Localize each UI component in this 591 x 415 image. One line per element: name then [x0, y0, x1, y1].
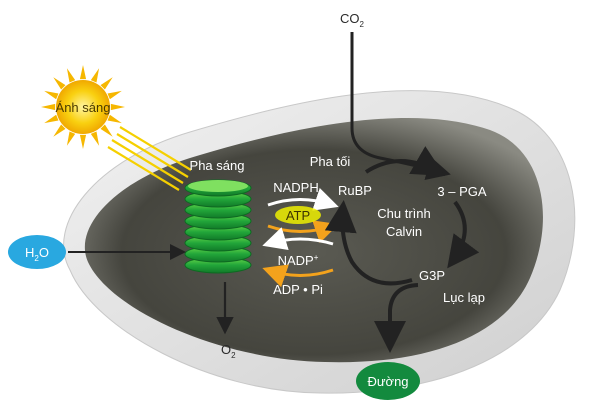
thylakoid-top	[188, 180, 248, 192]
nadp-label: NADP+	[278, 253, 319, 268]
sun-ray	[66, 131, 76, 146]
calvin-arrow-bottom	[324, 200, 413, 286]
sun-ray	[44, 114, 59, 124]
sun-ray	[107, 90, 122, 100]
light-phase-title: Pha sáng	[190, 158, 245, 173]
water-droplet-icon	[8, 235, 66, 269]
sugar-label: Đường	[367, 374, 408, 389]
sun-ray	[90, 68, 100, 83]
atp-label: ATP	[286, 208, 310, 223]
sugar-arrow	[374, 283, 419, 353]
rubp-label: RuBP	[338, 183, 372, 198]
calvin-cycle-line2: Calvin	[386, 224, 422, 239]
sun-ray	[41, 103, 56, 111]
chloroplast-label: Lục lạp	[443, 290, 485, 305]
nadp-arrow	[262, 227, 334, 251]
sun-ray	[107, 114, 122, 124]
dark-phase-title: Pha tối	[310, 154, 351, 169]
adp-pi-label: ADP • Pi	[273, 282, 323, 297]
calvin-arrow-right	[447, 200, 480, 269]
sun-ray	[44, 90, 59, 100]
thylakoid-stack-icon	[184, 179, 252, 274]
sun-ray	[53, 77, 66, 90]
calvin-arrow-top	[364, 146, 445, 177]
pga-label: 3 – PGA	[437, 184, 486, 199]
sugar-bubble-icon	[356, 362, 420, 400]
sun-ray	[79, 134, 87, 149]
light-rays	[107, 126, 192, 191]
adp-arrow	[262, 264, 334, 288]
sun-ray	[53, 124, 66, 137]
calvin-cycle-line1: Chu trình	[377, 206, 430, 221]
sun-ray	[100, 124, 113, 137]
water-label: H2O	[25, 245, 49, 263]
sun-ray	[110, 103, 125, 111]
sun-ray	[90, 131, 100, 146]
atp-highlight	[275, 206, 321, 224]
co2-label: CO2	[340, 11, 365, 29]
g3p-label: G3P	[419, 268, 445, 283]
nadph-label: NADPH	[273, 180, 319, 195]
sun-icon	[41, 65, 125, 149]
oxygen-label: O2	[221, 342, 236, 360]
light-label: Ánh sáng	[56, 100, 111, 115]
sun-ray	[100, 77, 113, 90]
sun-ray	[66, 68, 76, 83]
sun-ray	[79, 65, 87, 80]
